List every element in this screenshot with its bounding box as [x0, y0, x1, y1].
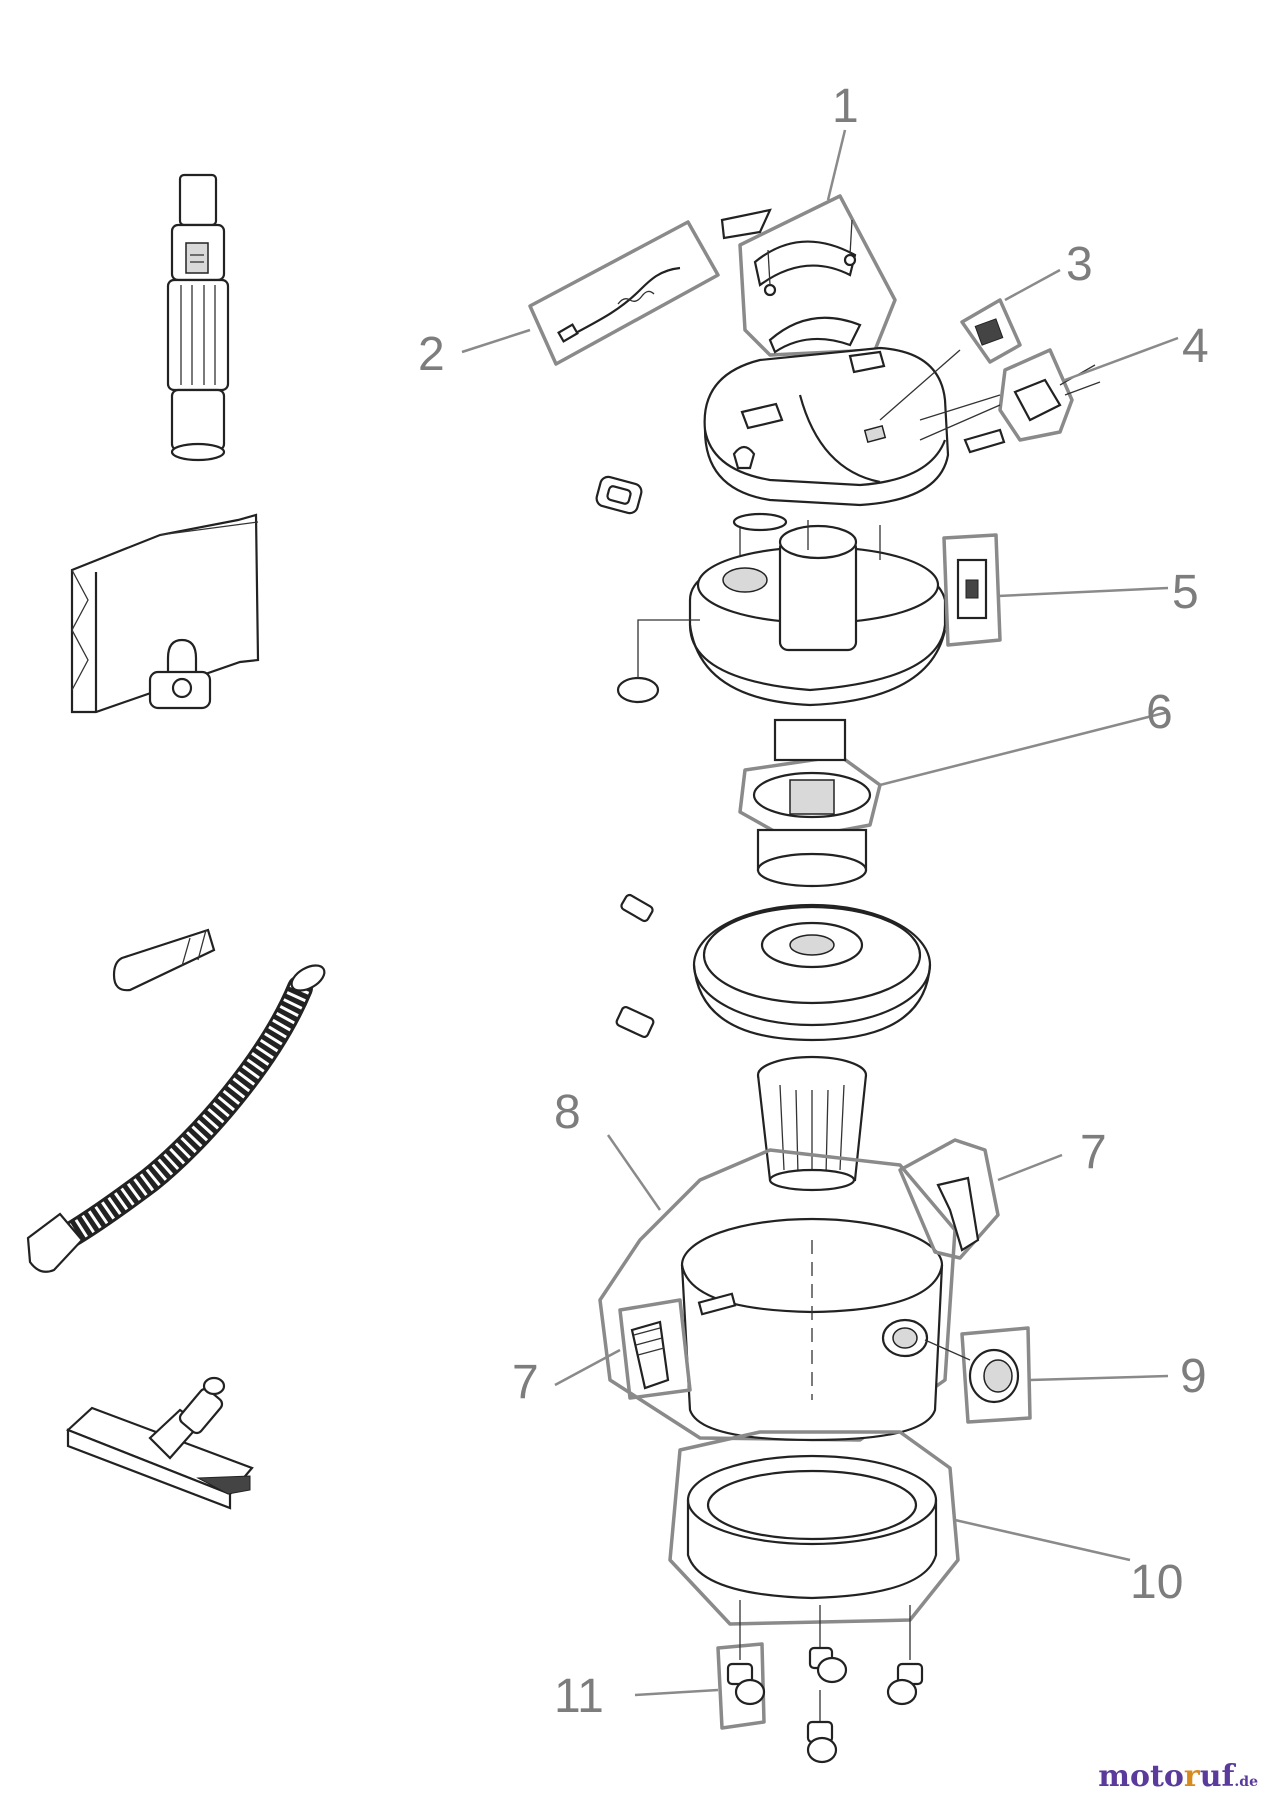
callout-label-1: 1 — [832, 80, 859, 133]
flexible-hose-part — [26, 964, 326, 1273]
callout-label-4: 4 — [1182, 320, 1209, 373]
callout-label-6: 6 — [1146, 686, 1173, 739]
motor-block-part — [688, 512, 947, 707]
filter-cartridge-part — [756, 1055, 868, 1192]
gasket-part — [595, 475, 643, 515]
switch-part — [919, 348, 1101, 454]
callout-numbers: 1 2 3 4 5 6 7 7 8 9 10 11 — [418, 80, 1209, 1723]
dust-bag-part — [70, 513, 260, 714]
castor-part — [716, 1600, 924, 1764]
washer-disc-part — [616, 676, 660, 704]
latch-left-part — [618, 1298, 692, 1400]
watermark-main: moto — [1098, 1759, 1184, 1794]
button-part — [879, 298, 1022, 421]
watermark-logo: motoruf.de — [1098, 1759, 1258, 1794]
callout-label-7-left: 7 — [512, 1356, 539, 1409]
callout-leaders — [461, 129, 1179, 1697]
inlet-connector-part — [924, 1326, 1032, 1424]
callout-label-10: 10 — [1130, 1556, 1183, 1609]
latch-right-part — [898, 1138, 1000, 1260]
filter-basket-lid-part — [692, 903, 932, 1042]
floor-nozzle-part — [65, 1376, 254, 1510]
tank-part — [598, 1148, 957, 1442]
callout-label-9: 9 — [1180, 1350, 1207, 1403]
callout-label-5: 5 — [1172, 566, 1199, 619]
callout-label-3: 3 — [1066, 238, 1093, 291]
base-ring-part — [668, 1430, 960, 1626]
power-cord-part — [528, 220, 720, 366]
motor-fan-part — [738, 718, 882, 888]
filter-cover-part — [942, 533, 1002, 647]
callout-label-2: 2 — [418, 328, 445, 381]
watermark-accent: r — [1183, 1759, 1200, 1794]
motor-head-housing-part — [703, 346, 950, 507]
handle-cover-part — [720, 194, 897, 357]
callout-label-8: 8 — [554, 1086, 581, 1139]
clip-part — [615, 893, 655, 1039]
watermark-tld: .de — [1234, 1774, 1258, 1790]
watermark-rest: uf — [1199, 1759, 1235, 1794]
callout-label-7-right: 7 — [1080, 1126, 1107, 1179]
crevice-nozzle-part — [112, 928, 216, 992]
extension-tube-part — [166, 173, 230, 462]
callout-label-11: 11 — [554, 1670, 604, 1723]
